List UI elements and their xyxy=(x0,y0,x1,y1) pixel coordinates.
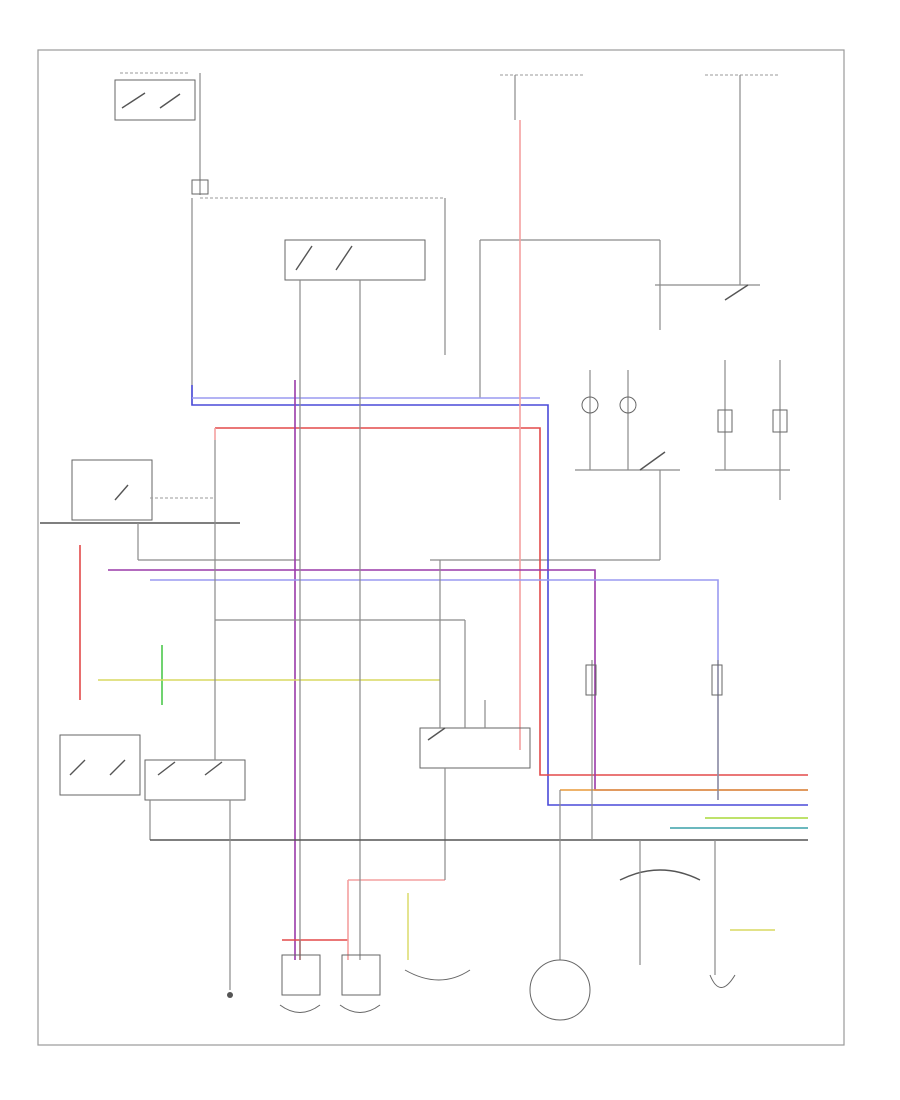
diagram-frame xyxy=(37,49,845,1046)
headlight-switch-section xyxy=(191,198,661,405)
top-power-section xyxy=(114,72,780,355)
main-color-wires xyxy=(79,120,808,960)
dimmer-section xyxy=(430,130,790,561)
central-section xyxy=(215,380,531,960)
bottom-components xyxy=(227,790,736,1021)
lower-switches xyxy=(59,560,808,990)
drl-relay-section xyxy=(40,440,300,561)
